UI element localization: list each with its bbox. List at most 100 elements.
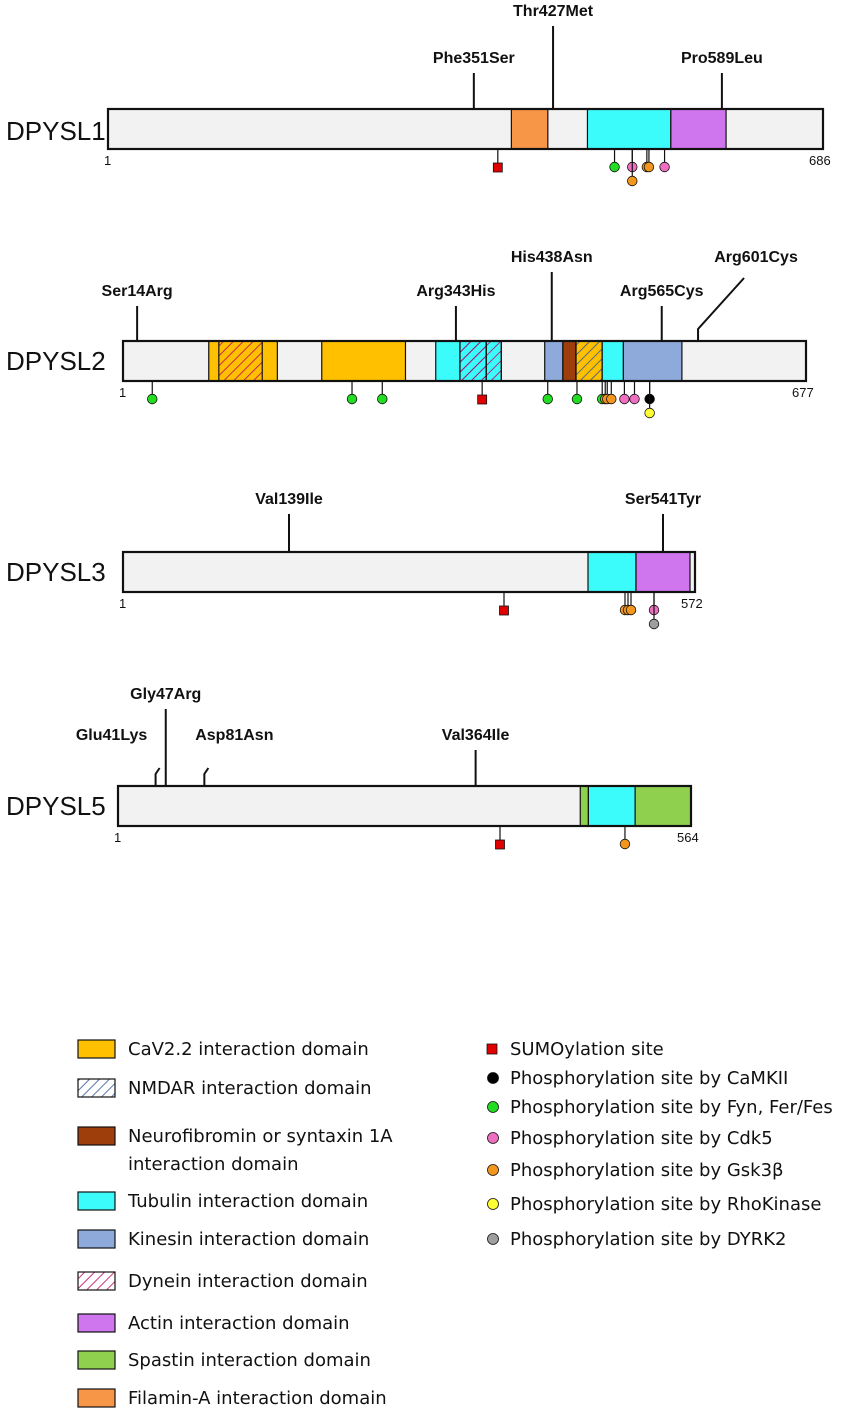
legend-label: CaV2.2 interaction domain bbox=[128, 1039, 369, 1060]
mutation-label: Val139Ile bbox=[255, 491, 323, 508]
start-residue: 1 bbox=[104, 153, 111, 168]
phospho-site-dyrk2 bbox=[648, 618, 660, 630]
legend-domain-spastin: Spastin interaction domain bbox=[77, 1350, 371, 1371]
legend-label-line2: interaction domain bbox=[128, 1154, 298, 1175]
protein-dpysl2: DPYSL2 1 677 Ser14Arg Arg343His His438AsnArg5… bbox=[6, 249, 814, 419]
mutation-label: Arg565Cys bbox=[620, 283, 704, 300]
protein-name: DPYSL5 bbox=[6, 791, 106, 821]
legend-swatch bbox=[77, 1126, 116, 1146]
legend-swatch bbox=[77, 1271, 116, 1291]
domain-tubulin bbox=[587, 551, 637, 593]
sumoylation-site-marker bbox=[495, 839, 505, 850]
mutation-label: Pro589Leu bbox=[681, 50, 763, 67]
legend-domain-cav22: CaV2.2 interaction domain bbox=[77, 1039, 369, 1060]
legend-label: NMDAR interaction domain bbox=[128, 1078, 372, 1099]
legend-swatch bbox=[77, 1229, 116, 1249]
end-residue: 572 bbox=[681, 596, 703, 611]
domain-neurofibromin bbox=[562, 340, 577, 382]
legend-site-gsk3b: Phosphorylation site by Gsk3β bbox=[487, 1160, 784, 1181]
protein-name: DPYSL2 bbox=[6, 346, 106, 376]
mutation-label: Arg343His bbox=[416, 283, 495, 300]
legend-sumo-marker bbox=[486, 1043, 498, 1055]
start-residue: 1 bbox=[114, 830, 121, 845]
legend-site-fyn: Phosphorylation site by Fyn, Fer/Fes bbox=[487, 1097, 833, 1118]
legend-dot bbox=[487, 1198, 499, 1210]
start-residue: 1 bbox=[119, 385, 126, 400]
legend-label: Tubulin interaction domain bbox=[127, 1191, 368, 1212]
legend-swatch bbox=[77, 1350, 116, 1370]
legend-dot bbox=[487, 1072, 499, 1084]
legend-swatch bbox=[77, 1388, 116, 1408]
mutation-label: Gly47Arg bbox=[130, 686, 201, 703]
legend-label: Actin interaction domain bbox=[128, 1313, 350, 1334]
phospho-site-rhokinase bbox=[644, 407, 655, 419]
domain-spastin bbox=[579, 785, 589, 827]
domain-actin bbox=[670, 108, 727, 150]
legend-dot bbox=[487, 1132, 499, 1144]
legend-label: Phosphorylation site by Fyn, Fer/Fes bbox=[510, 1097, 833, 1118]
sumoylation-site-marker bbox=[477, 394, 488, 405]
protein-outline bbox=[121, 550, 697, 594]
protein-name: DPYSL3 bbox=[6, 557, 106, 587]
phospho-site-gsk3b bbox=[606, 393, 617, 405]
start-residue: 1 bbox=[119, 596, 126, 611]
phospho-site-fyn bbox=[346, 393, 358, 405]
legend-domain-dynein: Dynein interaction domain bbox=[77, 1271, 368, 1292]
legend-label: Dynein interaction domain bbox=[128, 1271, 368, 1292]
mutation-label: Ser541Tyr bbox=[625, 491, 701, 508]
legend-dot bbox=[487, 1233, 499, 1245]
end-residue: 564 bbox=[677, 830, 699, 845]
legend-label: Phosphorylation site by RhoKinase bbox=[510, 1194, 821, 1215]
protein-dpysl3: DPYSL3 1 572 Val139Ile Ser541Tyr bbox=[6, 491, 703, 630]
domain-kinesin bbox=[622, 340, 683, 382]
legend-label: Phosphorylation site by CaMKII bbox=[510, 1068, 788, 1089]
legend-label: Filamin-A interaction domain bbox=[128, 1388, 387, 1409]
legend-domain-nmdar: NMDAR interaction domain bbox=[77, 1078, 372, 1099]
domain-cav22 bbox=[321, 340, 407, 382]
phospho-site-cdk5 bbox=[629, 393, 640, 405]
legend-label: Phosphorylation site by Gsk3β bbox=[510, 1160, 784, 1181]
legend-site-camkii: Phosphorylation site by CaMKII bbox=[487, 1068, 788, 1089]
domain-actin bbox=[635, 551, 691, 593]
legend-site-dyrk2: Phosphorylation site by DYRK2 bbox=[487, 1229, 786, 1250]
phospho-site-cdk5 bbox=[659, 161, 670, 173]
legend-swatch bbox=[77, 1039, 116, 1059]
mutation-label: Ser14Arg bbox=[102, 283, 173, 300]
sumoylation-site-marker bbox=[492, 162, 503, 173]
legend-site-rhokinase: Phosphorylation site by RhoKinase bbox=[487, 1194, 821, 1215]
legend-label: Neurofibromin or syntaxin 1A bbox=[128, 1126, 393, 1147]
protein-name: DPYSL1 bbox=[6, 116, 106, 146]
domain-kinesin bbox=[544, 340, 564, 382]
mutation-label: Val364Ile bbox=[442, 727, 510, 744]
legend-domain-kinesin: Kinesin interaction domain bbox=[77, 1229, 369, 1250]
protein-outline bbox=[116, 784, 693, 828]
legend-dot bbox=[487, 1164, 499, 1176]
domain-tubulin bbox=[587, 785, 636, 827]
domain-tubulin bbox=[586, 108, 672, 150]
domain-nmdar bbox=[575, 340, 603, 382]
mutation-label: Asp81Asn bbox=[195, 727, 273, 744]
legend-label: Phosphorylation site by DYRK2 bbox=[510, 1229, 786, 1250]
legend-label: Kinesin interaction domain bbox=[128, 1229, 369, 1250]
domain-tubulin bbox=[601, 340, 624, 382]
end-residue: 677 bbox=[792, 385, 814, 400]
domain-spastin bbox=[634, 785, 692, 827]
legend-site-sumo: SUMOylation site bbox=[486, 1039, 664, 1060]
protein-outline bbox=[121, 339, 808, 383]
mutation-label: Glu41Lys bbox=[76, 727, 148, 744]
domain-dynein bbox=[459, 340, 487, 382]
sumoylation-site-marker bbox=[499, 605, 509, 616]
mutation-label: Arg601Cys bbox=[714, 249, 798, 266]
legend-dot bbox=[487, 1101, 499, 1113]
legend-swatch bbox=[77, 1313, 116, 1333]
phospho-site-gsk3b bbox=[625, 604, 637, 616]
legend-label: Phosphorylation site by Cdk5 bbox=[510, 1128, 773, 1149]
mutation-label: His438Asn bbox=[511, 249, 593, 266]
legend-label: SUMOylation site bbox=[510, 1039, 664, 1060]
mutation-line bbox=[203, 767, 210, 786]
legend-domain-actin: Actin interaction domain bbox=[77, 1313, 350, 1334]
phospho-site-fyn bbox=[542, 393, 553, 405]
